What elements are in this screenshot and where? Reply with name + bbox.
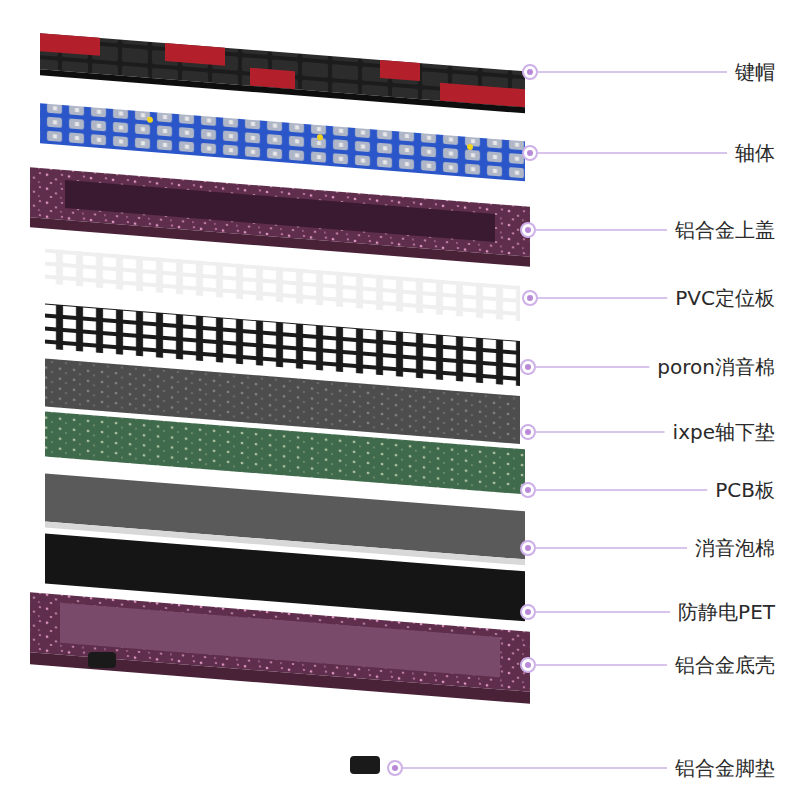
leader-dot <box>527 150 533 156</box>
leader-dot <box>525 609 531 615</box>
leader-dot <box>527 295 533 301</box>
leader-dot <box>525 487 531 493</box>
part-label: PVC定位板 <box>675 286 775 310</box>
leader-dot <box>525 662 531 668</box>
leader-line <box>538 297 667 299</box>
leader-marker <box>521 483 535 497</box>
leader-dot <box>525 364 531 370</box>
leader-line <box>538 71 727 73</box>
leader-dot <box>525 227 531 233</box>
part-label: 轴体 <box>735 141 775 165</box>
leader-line <box>538 152 727 154</box>
leader-line <box>403 767 667 769</box>
part-label: 键帽 <box>735 60 775 84</box>
leader-line <box>536 664 667 666</box>
part-label: 铝合金脚垫 <box>675 756 775 780</box>
leader-marker <box>523 65 537 79</box>
part-label: 消音泡棉 <box>695 536 775 560</box>
leader-line <box>536 229 667 231</box>
part-label: 铝合金底壳 <box>675 653 775 677</box>
leader-line <box>536 489 707 491</box>
leader-marker <box>521 425 535 439</box>
leader-marker <box>523 291 537 305</box>
part-label: 铝合金上盖 <box>675 218 775 242</box>
leader-marker <box>521 223 535 237</box>
part-label: ixpe轴下垫 <box>673 420 775 444</box>
leader-dot <box>527 69 533 75</box>
leader-line <box>536 611 670 613</box>
leader-marker <box>521 541 535 555</box>
leader-line <box>536 547 687 549</box>
leader-dot <box>525 429 531 435</box>
leader-line <box>536 366 649 368</box>
part-label: PCB板 <box>715 478 775 502</box>
leader-marker <box>521 658 535 672</box>
leader-line <box>536 431 665 433</box>
leader-marker <box>521 605 535 619</box>
leader-marker <box>523 146 537 160</box>
leader-marker <box>388 761 402 775</box>
part-label: 防静电PET <box>678 600 775 624</box>
part-label: poron消音棉 <box>657 355 775 379</box>
leader-marker <box>521 360 535 374</box>
leader-dot <box>525 545 531 551</box>
leader-dot <box>392 765 398 771</box>
